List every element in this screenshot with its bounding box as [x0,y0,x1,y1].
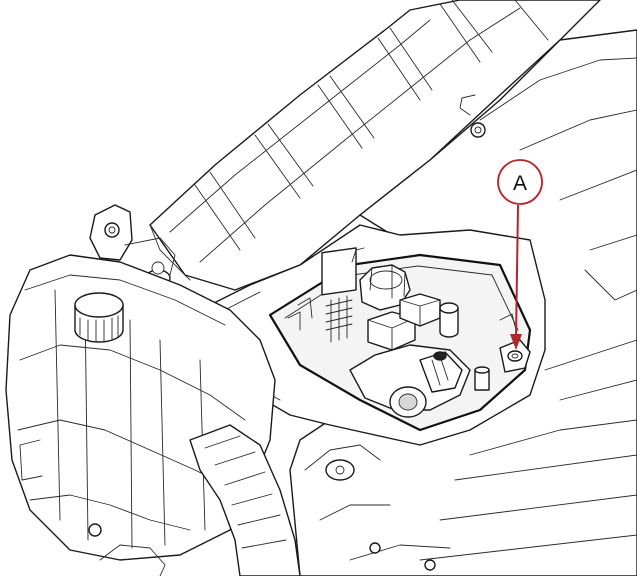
callout-leader-line [515,204,519,339]
callout-a: A [497,159,543,350]
lower-details [99,444,451,576]
callout-arrowhead [510,334,522,350]
coolant-hose [189,424,301,576]
relay-cubes [367,293,441,351]
knob [359,264,411,311]
cylinder-component [439,302,459,338]
air-intake-duct [149,0,601,291]
mounting-bolt [499,339,531,373]
callout-label: A [513,172,527,195]
coolant-reservoir [5,254,276,561]
relay-box [268,247,532,432]
air-cleaner-housing [289,29,637,576]
callout-circle [497,159,543,205]
connector-block [321,247,357,343]
reservoir-cap [74,292,124,343]
lower-mechanism [349,344,490,418]
